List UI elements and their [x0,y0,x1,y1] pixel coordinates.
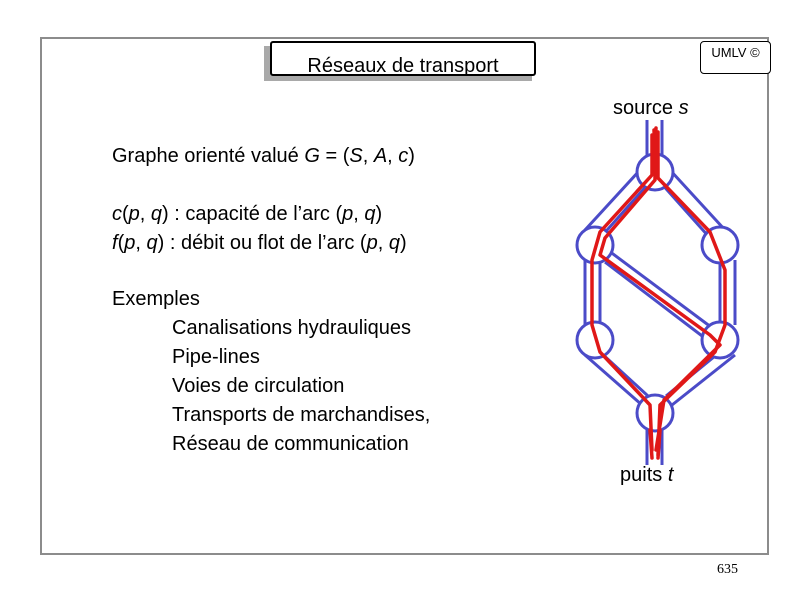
edge-s-left-inner [600,182,650,238]
network-diagram [560,120,760,465]
examples-title: Exemples [112,285,200,314]
flow-sink-tail [650,430,660,458]
edge-diagonal-b [605,262,710,342]
edge-s-right-inner [660,182,710,238]
sink-label: puits t [620,461,673,490]
edge-diagonal-a [605,248,715,330]
flow-definition: f(p, q) : débit ou flot de l’arc (p, q) [112,229,407,258]
example-item: Réseau de communication [172,430,430,459]
slide-title: Réseaux de transport [272,55,534,77]
flow-source-head [654,128,656,160]
source-label: source s [613,94,689,123]
umlv-badge: UMLV © [700,41,771,74]
examples-list: Canalisations hydrauliques Pipe-lines Vo… [172,314,430,459]
edge-s-left-outer [585,170,640,230]
node-sink [637,395,673,431]
sink-text: puits [620,464,662,486]
capacity-definition: c(p, q) : capacité de l’arc (p, q) [112,200,382,229]
title-box: Réseaux de transport [270,41,536,76]
source-var: s [679,97,689,119]
page-number: 635 [717,562,738,578]
example-item: Pipe-lines [172,343,430,372]
example-item: Canalisations hydrauliques [172,314,430,343]
graph-var: G [304,145,320,167]
source-text: source [613,97,673,119]
example-item: Transports de marchandises, [172,401,430,430]
graph-definition-rest: = (S, A, c) [320,145,415,167]
sink-var: t [668,464,674,486]
graph-definition-text: Graphe orienté valué [112,145,304,167]
example-item: Voies de circulation [172,372,430,401]
graph-definition: Graphe orienté valué G = (S, A, c) [112,142,415,171]
flow-paths [592,128,725,458]
